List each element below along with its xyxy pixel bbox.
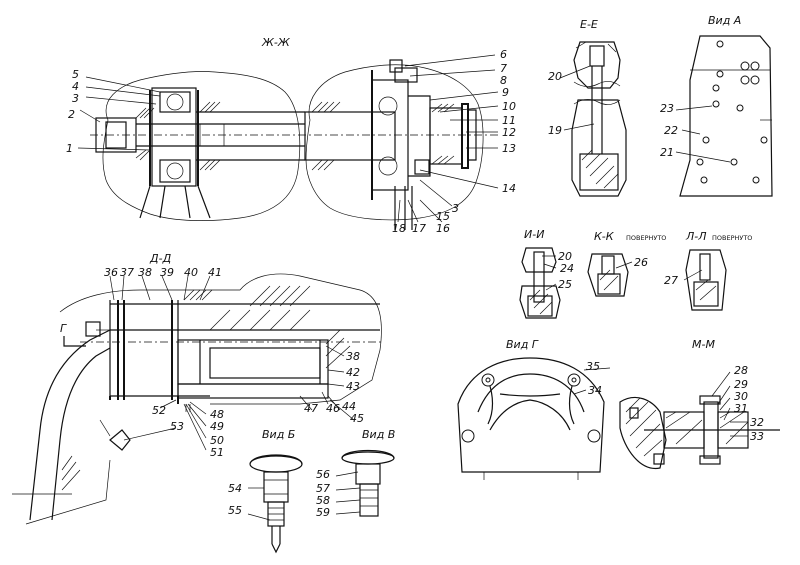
section-zh: Ж-Ж (66, 36, 516, 235)
callout-20b: 20 (558, 250, 572, 263)
callout-32: 32 (750, 416, 764, 429)
callout-15: 15 (436, 210, 450, 223)
callout-40: 40 (184, 266, 198, 279)
callout-13: 13 (502, 142, 516, 155)
callout-53: 53 (170, 420, 184, 433)
view-g-title: Вид Г (506, 338, 539, 351)
callout-12: 12 (502, 126, 516, 139)
section-k-note: ПОВЕРНУТО (626, 234, 666, 242)
section-k-title: К-К (594, 230, 615, 243)
callout-59: 59 (316, 506, 330, 519)
callout-50: 50 (210, 434, 224, 447)
callout-25: 25 (558, 278, 572, 291)
callout-7: 7 (500, 62, 507, 75)
callout-16: 16 (436, 222, 450, 235)
callout-39: 39 (160, 266, 174, 279)
section-d-title: Д-Д (149, 252, 172, 265)
callout-51: 51 (210, 446, 224, 459)
section-zh-title: Ж-Ж (261, 36, 291, 49)
callout-11: 11 (502, 114, 516, 127)
section-i-title: И-И (524, 228, 544, 241)
callout-18: 18 (392, 222, 406, 235)
section-m-title: М-М (692, 338, 715, 351)
view-b: Вид Б 54 55 (228, 428, 303, 554)
view-v: Вид В 56 57 58 59 (316, 428, 395, 519)
view-g: Вид Г 35 34 (457, 338, 611, 480)
callout-47: 47 (304, 402, 318, 415)
callout-45: 45 (350, 412, 364, 425)
callout-30: 30 (734, 390, 748, 403)
section-l-note: ПОВЕРНУТО (712, 234, 752, 242)
callout-42: 42 (346, 366, 360, 379)
callout-22: 22 (664, 124, 678, 137)
callout-29: 29 (734, 378, 748, 391)
callout-17: 17 (412, 222, 426, 235)
callout-49: 49 (210, 420, 224, 433)
callout-56: 56 (316, 468, 330, 481)
callout-38: 38 (138, 266, 152, 279)
callout-44: 44 (342, 400, 356, 413)
view-v-title: Вид В (362, 428, 395, 441)
callout-31: 31 (734, 402, 748, 415)
callout-54: 54 (228, 482, 242, 495)
section-d: Д-Д Г (12, 252, 384, 525)
callout-24: 24 (560, 262, 574, 275)
callout-33: 33 (750, 430, 764, 443)
view-a-title: Вид А (708, 14, 741, 27)
callout-55: 55 (228, 504, 242, 517)
callout-38b: 38 (346, 350, 360, 363)
callout-1: 1 (66, 142, 73, 155)
callout-23: 23 (660, 102, 674, 115)
callout-46: 46 (326, 402, 340, 415)
callout-2: 2 (68, 108, 75, 121)
callout-43: 43 (346, 380, 360, 393)
section-i: И-И 20 24 25 (519, 228, 574, 319)
callout-20: 20 (548, 70, 562, 83)
section-e-title: Е-Е (580, 18, 598, 31)
callout-28: 28 (734, 364, 748, 377)
view-a: Вид А 23 22 21 (660, 14, 773, 197)
section-k: К-К ПОВЕРНУТО 26 (587, 230, 666, 297)
view-b-title: Вид Б (262, 428, 295, 441)
callout-9: 9 (502, 86, 509, 99)
callout-48: 48 (210, 408, 224, 421)
callout-36: 36 (104, 266, 118, 279)
callout-4: 4 (72, 80, 79, 93)
section-l-title: Л-Л (685, 230, 707, 243)
callout-52: 52 (152, 404, 166, 417)
callout-35: 35 (586, 360, 600, 373)
callout-10: 10 (502, 100, 516, 113)
section-l: Л-Л ПОВЕРНУТО 27 (664, 230, 752, 311)
callout-6: 6 (500, 48, 507, 61)
callout-3b: 3 (452, 202, 459, 215)
arrow-g: Г (60, 322, 67, 335)
callout-5: 5 (72, 68, 79, 81)
callout-21: 21 (660, 146, 674, 159)
callout-57: 57 (316, 482, 330, 495)
callout-14: 14 (502, 182, 516, 195)
section-m: М-М 28 29 30 31 32 33 (619, 338, 780, 469)
callout-41: 41 (208, 266, 222, 279)
callout-37: 37 (120, 266, 134, 279)
callout-58: 58 (316, 494, 330, 507)
callout-27: 27 (664, 274, 678, 287)
callout-3: 3 (72, 92, 79, 105)
callout-19: 19 (548, 124, 562, 137)
section-e: Е-Е 20 19 (548, 18, 627, 197)
callout-8: 8 (500, 74, 507, 87)
callout-26: 26 (634, 256, 648, 269)
callout-34: 34 (588, 384, 602, 397)
